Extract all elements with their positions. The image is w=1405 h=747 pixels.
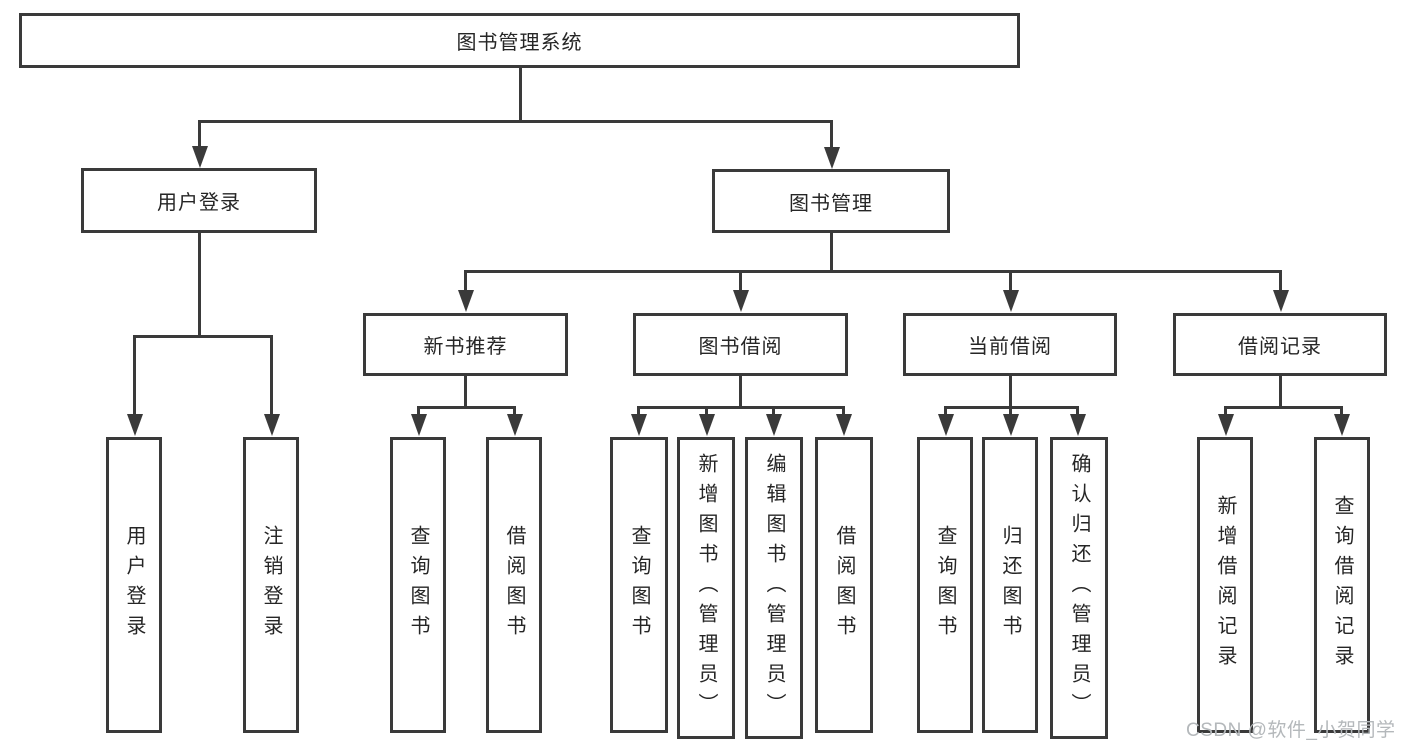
node-library-management-system: 图书管理系统: [19, 13, 1020, 68]
arrow-down-icon: [1003, 290, 1019, 312]
connector: [830, 120, 833, 150]
connector: [705, 406, 708, 416]
connector: [464, 376, 467, 409]
connector: [739, 270, 742, 292]
connector: [1009, 406, 1012, 416]
connector: [638, 406, 844, 409]
leaf-cb-confirm-return-admin: 确认归还（管理员）: [1050, 437, 1108, 739]
leaf-nb-query-books: 查询图书: [390, 437, 446, 733]
leaf-br-add-record: 新增借阅记录: [1197, 437, 1253, 733]
leaf-bb-borrow-books: 借阅图书: [815, 437, 873, 733]
arrow-down-icon: [1273, 290, 1289, 312]
arrow-down-icon: [127, 414, 143, 436]
arrow-down-icon: [1003, 414, 1019, 436]
connector: [464, 270, 467, 292]
arrow-down-icon: [1070, 414, 1086, 436]
arrow-down-icon: [411, 414, 427, 436]
connector: [198, 120, 201, 150]
connector: [830, 233, 833, 273]
leaf-user-login: 用户登录: [106, 437, 162, 733]
arrow-down-icon: [938, 414, 954, 436]
connector: [133, 335, 273, 338]
connector: [772, 406, 775, 416]
connector: [1279, 270, 1282, 292]
leaf-nb-borrow-books: 借阅图书: [486, 437, 542, 733]
node-borrow-records: 借阅记录: [1173, 313, 1387, 376]
arrow-down-icon: [836, 414, 852, 436]
connector: [270, 335, 273, 417]
node-book-borrow: 图书借阅: [633, 313, 848, 376]
connector: [464, 270, 1282, 273]
arrow-down-icon: [733, 290, 749, 312]
connector: [842, 406, 845, 416]
arrow-down-icon: [264, 414, 280, 436]
watermark: CSDN @软件_小贺同学: [1186, 720, 1396, 741]
connector: [417, 406, 516, 409]
connector: [519, 68, 522, 123]
leaf-cb-return-books: 归还图书: [982, 437, 1038, 733]
arrow-down-icon: [1218, 414, 1234, 436]
leaf-br-query-record: 查询借阅记录: [1314, 437, 1370, 733]
node-new-book-recommend: 新书推荐: [363, 313, 568, 376]
arrow-down-icon: [631, 414, 647, 436]
leaf-cb-query-books: 查询图书: [917, 437, 973, 733]
node-book-management: 图书管理: [712, 169, 950, 233]
connector: [513, 406, 516, 416]
arrow-down-icon: [1334, 414, 1350, 436]
connector: [1224, 406, 1227, 416]
arrow-down-icon: [458, 290, 474, 312]
arrow-down-icon: [507, 414, 523, 436]
leaf-bb-add-books-admin: 新增图书（管理员）: [677, 437, 735, 739]
arrow-down-icon: [192, 146, 208, 168]
connector: [1224, 406, 1342, 409]
leaf-bb-edit-books-admin: 编辑图书（管理员）: [745, 437, 803, 739]
leaf-bb-query-books: 查询图书: [610, 437, 668, 733]
arrow-down-icon: [824, 147, 840, 169]
connector: [1076, 406, 1079, 416]
connector: [1009, 270, 1012, 292]
connector: [1009, 376, 1012, 409]
arrow-down-icon: [766, 414, 782, 436]
leaf-logout-login: 注销登录: [243, 437, 299, 733]
connector: [417, 406, 420, 416]
connector: [1340, 406, 1343, 416]
arrow-down-icon: [699, 414, 715, 436]
connector: [1279, 376, 1282, 409]
connector: [739, 376, 742, 409]
connector: [637, 406, 640, 416]
connector: [944, 406, 947, 416]
connector: [198, 120, 833, 123]
connector: [133, 335, 136, 417]
connector: [198, 233, 201, 338]
node-current-borrow: 当前借阅: [903, 313, 1117, 376]
node-user-login: 用户登录: [81, 168, 317, 233]
